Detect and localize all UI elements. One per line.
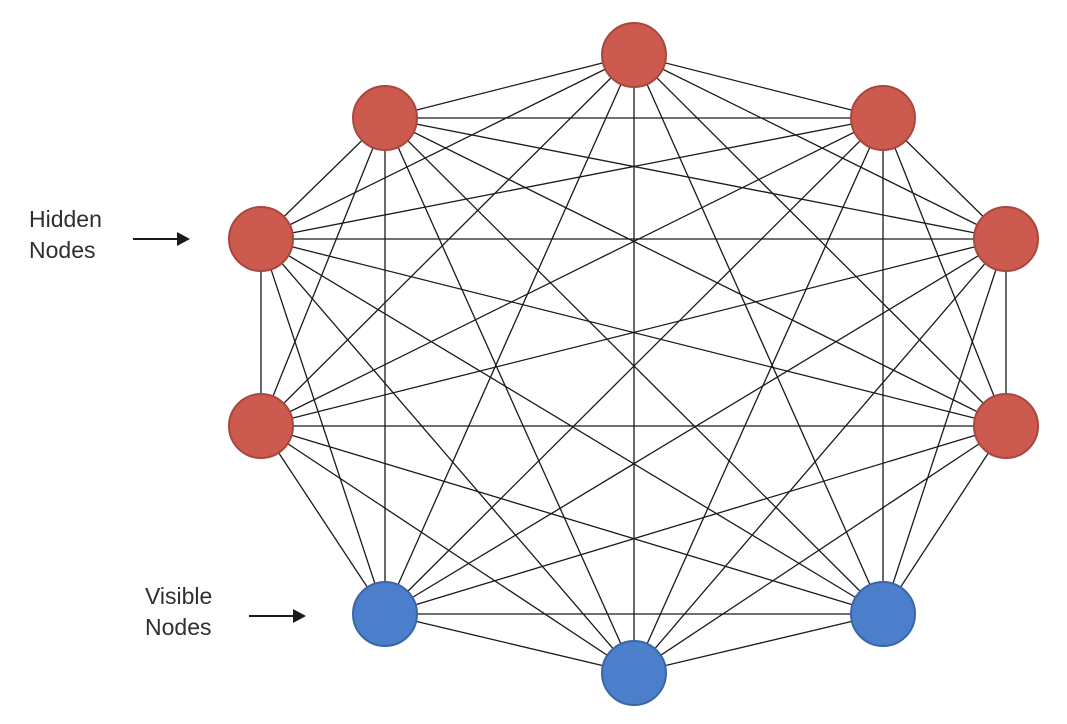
visible-label-line-2: Nodes: [145, 614, 212, 640]
hidden-label-line-1: Hidden: [29, 206, 102, 232]
edge-top-right-lower: [633, 54, 1007, 427]
edges-group: [260, 54, 1007, 674]
edge-right-lower-lower-right: [882, 425, 1007, 615]
visible-label-line-1: Visible: [145, 583, 213, 609]
edge-top-upper-left: [384, 54, 635, 119]
edge-lower-right-upper-left: [384, 117, 884, 615]
edge-lower-right-left-lower: [260, 425, 884, 615]
hidden-node-right-upper: [973, 206, 1039, 272]
edge-right-lower-bottom: [633, 425, 1007, 674]
hidden-node-top: [601, 22, 667, 88]
hidden-node-right-lower: [973, 393, 1039, 459]
visible-node-lower-right: [850, 581, 916, 647]
visible-nodes-label: Visible Nodes: [145, 581, 212, 643]
edge-bottom-left-upper: [260, 238, 635, 674]
edge-top-lower-right: [633, 54, 884, 615]
hidden-node-upper-left: [352, 85, 418, 151]
edge-right-upper-bottom: [633, 238, 1007, 674]
visible-node-lower-left: [352, 581, 418, 647]
hidden-nodes-arrow: [133, 232, 190, 246]
hidden-node-upper-right: [850, 85, 916, 151]
edge-upper-right-bottom: [633, 117, 884, 674]
edge-lower-right-left-upper: [260, 238, 884, 615]
edge-top-right-upper: [633, 54, 1007, 240]
visible-nodes-arrow: [249, 609, 306, 623]
edge-right-upper-upper-left: [384, 117, 1007, 240]
edge-right-lower-upper-left: [384, 117, 1007, 427]
edge-lower-left-left-upper: [260, 238, 386, 615]
edge-top-left-upper: [260, 54, 635, 240]
edge-upper-right-right-lower: [882, 117, 1007, 427]
hidden-node-left-lower: [228, 393, 294, 459]
edge-upper-right-left-upper: [260, 117, 884, 240]
hidden-nodes-label: Hidden Nodes: [29, 204, 102, 266]
edge-right-lower-lower-left: [384, 425, 1007, 615]
edge-lower-left-left-lower: [260, 425, 386, 615]
visible-node-bottom: [601, 640, 667, 706]
edge-top-lower-left: [384, 54, 635, 615]
nodes-group: [228, 22, 1039, 706]
edge-upper-right-left-lower: [260, 117, 884, 427]
edge-bottom-left-lower: [260, 425, 635, 674]
edge-bottom-lower-left: [384, 613, 635, 674]
edge-top-left-lower: [260, 54, 635, 427]
edge-top-upper-right: [633, 54, 884, 119]
edge-lower-right-bottom: [633, 613, 884, 674]
hidden-node-left-upper: [228, 206, 294, 272]
hidden-label-line-2: Nodes: [29, 237, 96, 263]
edge-bottom-upper-left: [384, 117, 635, 674]
edge-left-lower-upper-left: [260, 117, 386, 427]
